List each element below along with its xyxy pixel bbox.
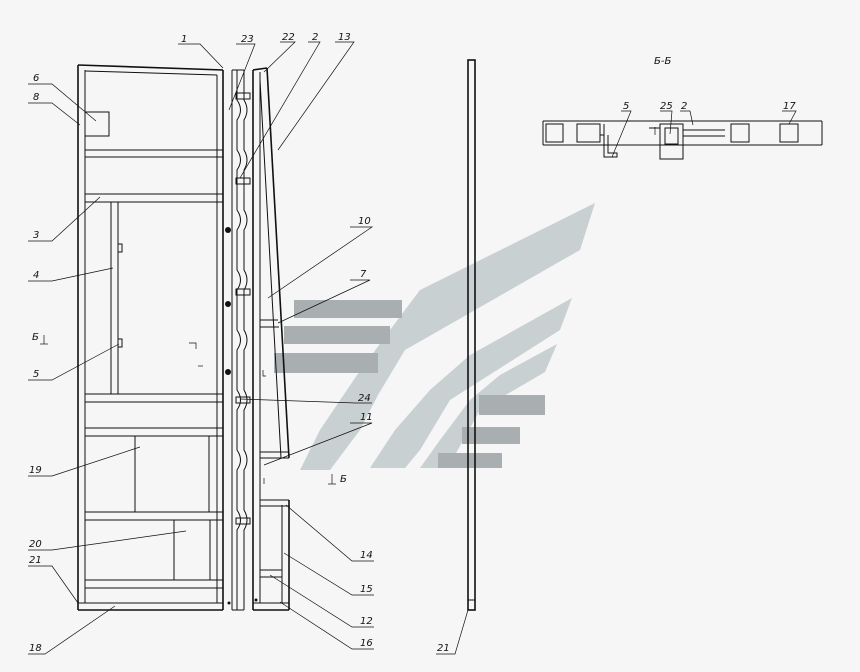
callout-16: 16: [360, 638, 373, 649]
frame-left: [77, 64, 231, 611]
section-callout-17: 17: [783, 101, 796, 112]
callout-11: 11: [360, 412, 373, 423]
callout-6: 6: [33, 73, 39, 84]
watermark-logo: [274, 203, 595, 470]
callout-12: 12: [360, 616, 373, 627]
callout-3: 3: [33, 230, 39, 241]
callout-21-right: 21: [437, 643, 450, 654]
callout-21-left: 21: [29, 555, 42, 566]
section-marker-bottom: Б: [340, 474, 347, 485]
callout-19: 19: [29, 465, 42, 476]
callout-4: 4: [33, 270, 39, 281]
section-callout-25: 25: [660, 101, 673, 112]
section-callout-2: 2: [681, 101, 687, 112]
callout-13: 13: [338, 32, 351, 43]
leader-lines: [28, 41, 797, 655]
section-view: [542, 120, 823, 160]
door-right: [252, 67, 290, 611]
callout-2: 2: [312, 32, 318, 43]
callout-5: 5: [33, 369, 39, 380]
callout-24: 24: [358, 393, 371, 404]
callout-labels: 1 23 22 2 13 6 8 3 4 5 10 7 24 11 19 20 …: [29, 32, 796, 654]
callout-23: 23: [241, 34, 254, 45]
section-marker-top: Б: [32, 332, 39, 343]
callout-1: 1: [181, 34, 187, 45]
callout-18: 18: [29, 643, 42, 654]
callout-20: 20: [29, 539, 42, 550]
callout-22: 22: [282, 32, 295, 43]
callout-7: 7: [360, 269, 367, 280]
callout-14: 14: [360, 550, 373, 561]
callout-15: 15: [360, 584, 373, 595]
callout-10: 10: [358, 216, 371, 227]
hinge-column: [225, 69, 251, 611]
section-title: Б-Б: [654, 56, 671, 67]
callout-8: 8: [33, 92, 39, 103]
side-bar: [467, 59, 476, 611]
section-callout-5: 5: [623, 101, 629, 112]
